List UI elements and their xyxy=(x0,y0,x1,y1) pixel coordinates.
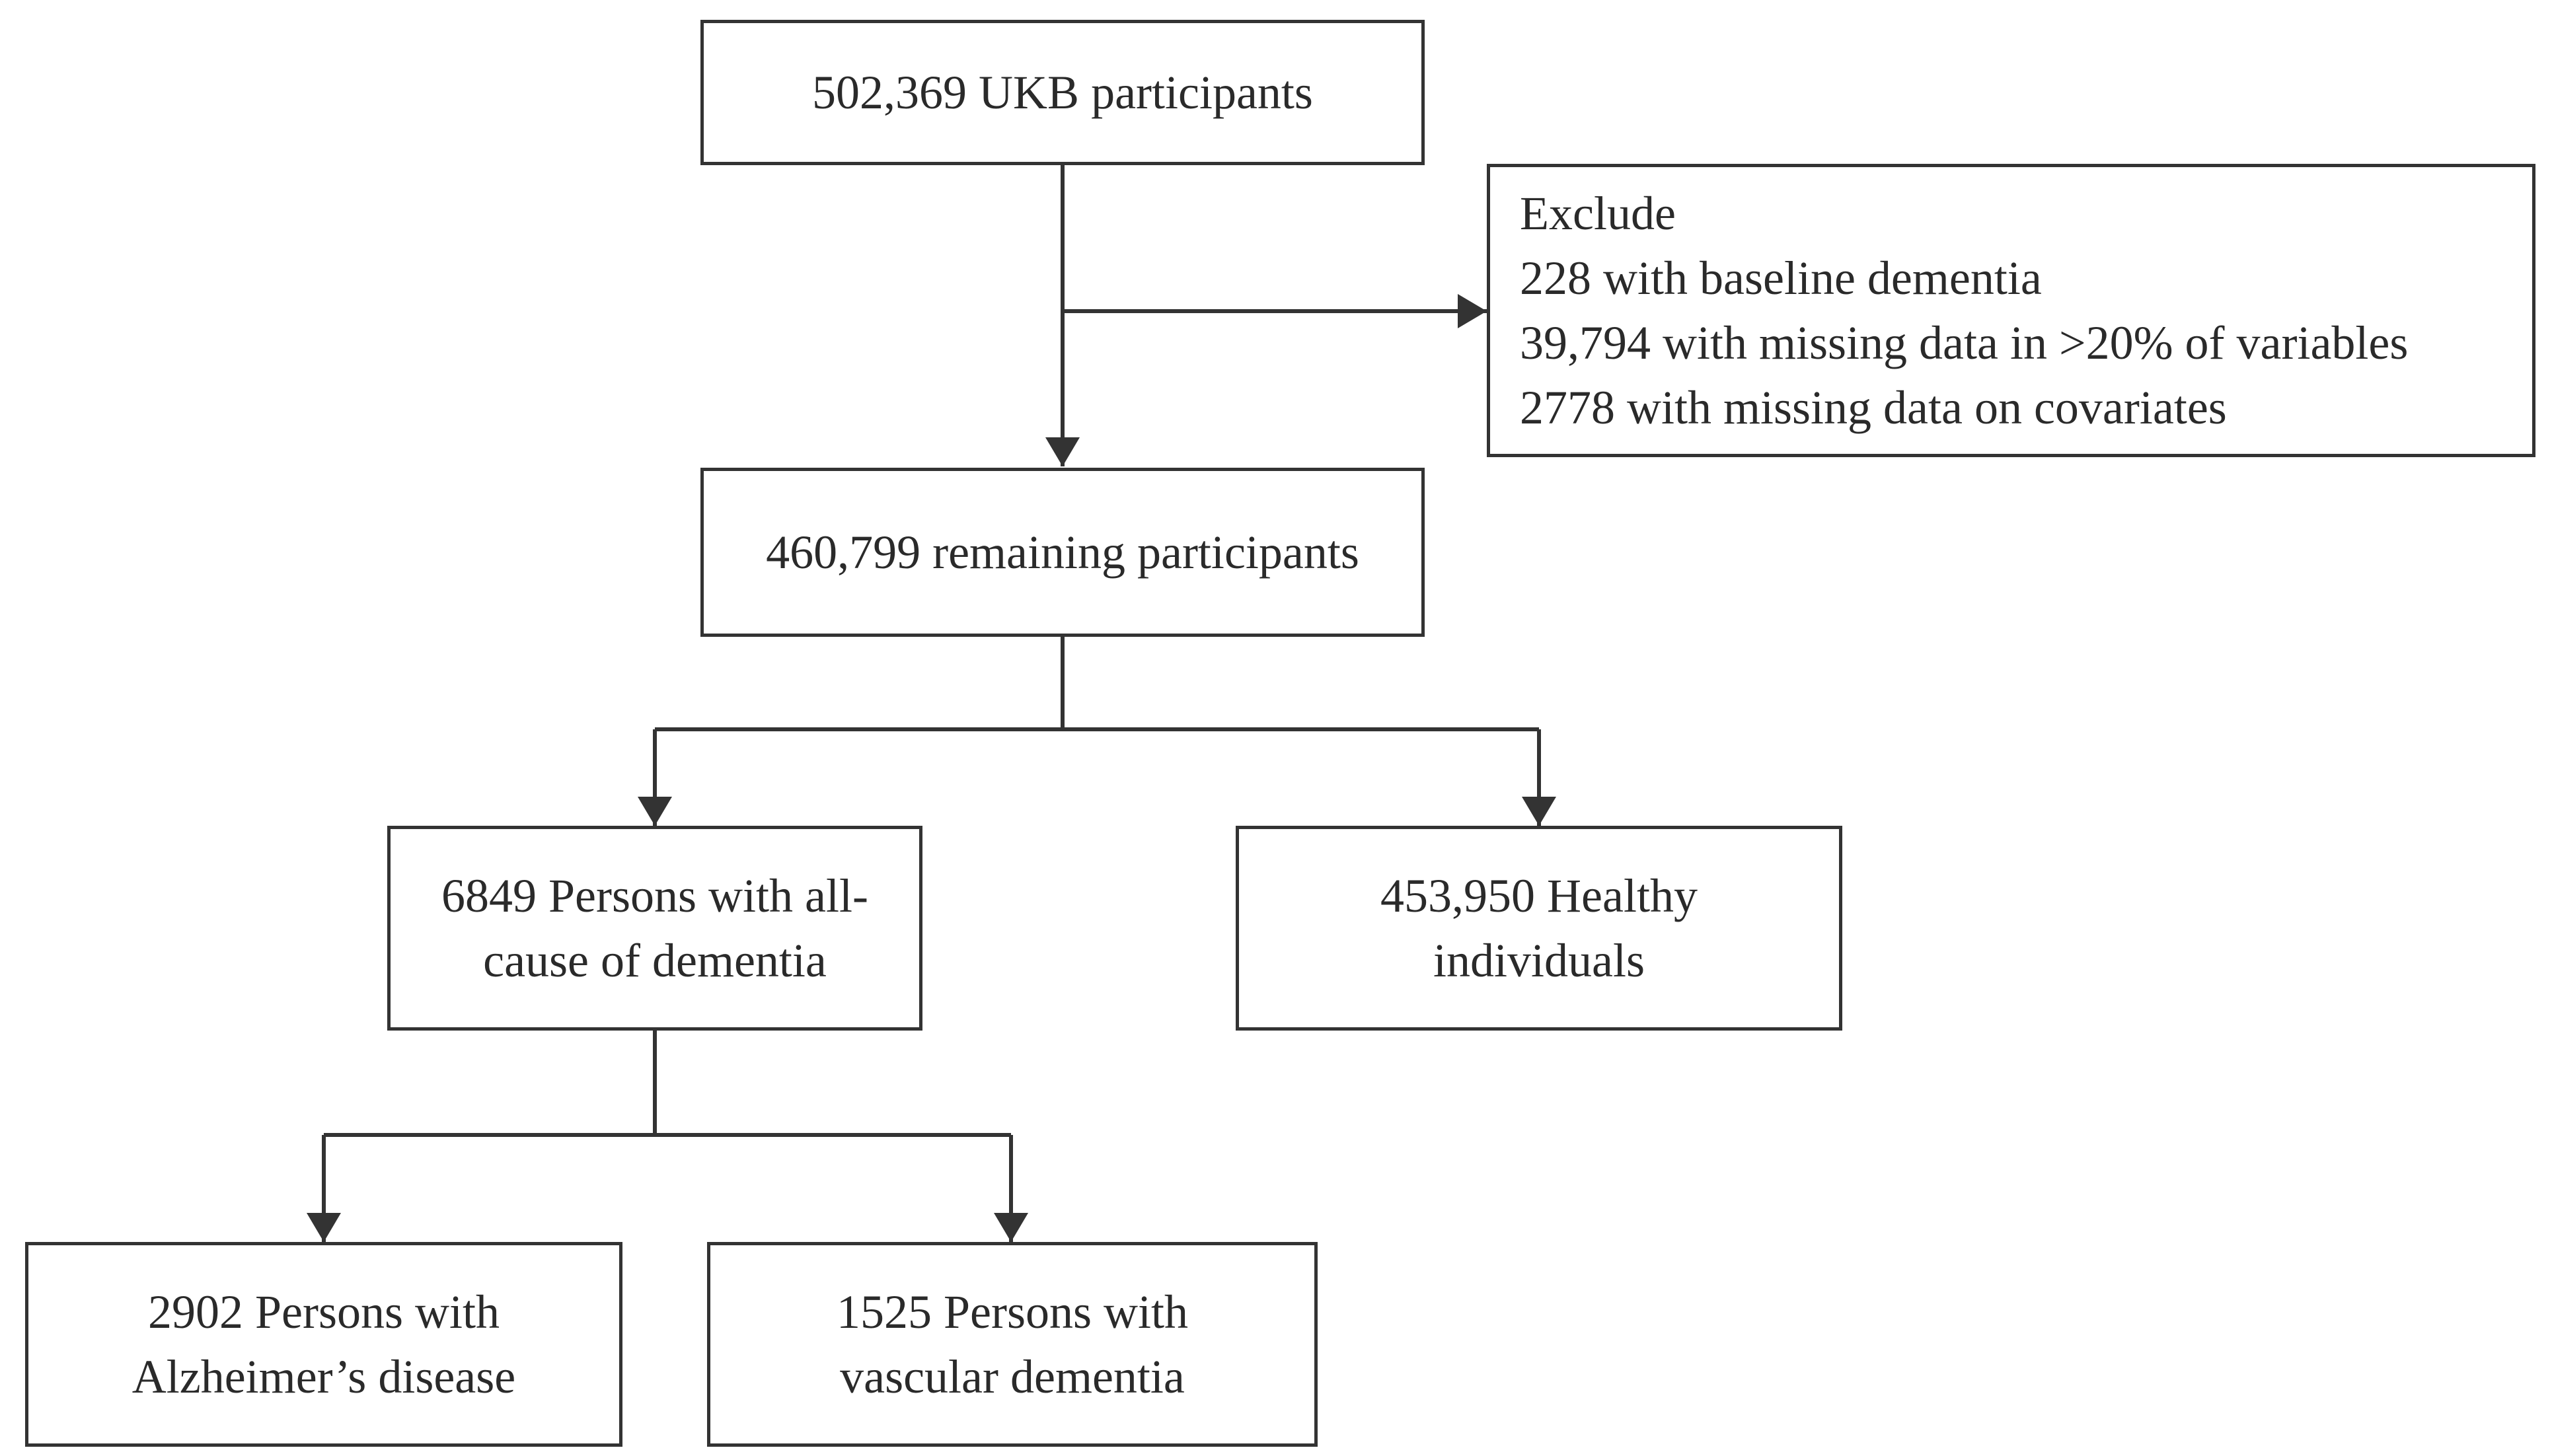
exclude-item-baseline-dementia: 228 with baseline dementia xyxy=(1520,252,2042,305)
total-participants-text: 502,369 UKB participants xyxy=(812,66,1313,119)
box-alzheimers-disease: 2902 Persons with Alzheimer’s disease xyxy=(25,1242,622,1447)
vascular-line-2: vascular dementia xyxy=(840,1350,1185,1403)
box-healthy-individuals: 453,950 Healthy individuals xyxy=(1236,826,1842,1031)
exclude-item-missing-variables: 39,794 with missing data in >20% of vari… xyxy=(1520,316,2409,369)
box-all-cause-dementia: 6849 Persons with all- cause of dementia xyxy=(387,826,922,1031)
box-total-participants: 502,369 UKB participants xyxy=(700,20,1425,165)
exclude-item-missing-covariates: 2778 with missing data on covariates xyxy=(1520,381,2227,434)
healthy-line-2: individuals xyxy=(1433,934,1645,987)
healthy-line-1: 453,950 Healthy xyxy=(1380,869,1698,922)
vascular-line-1: 1525 Persons with xyxy=(836,1286,1189,1338)
alzheimers-line-1: 2902 Persons with xyxy=(147,1286,500,1338)
box-exclusions: Exclude 228 with baseline dementia 39,79… xyxy=(1487,164,2535,457)
remaining-participants-text: 460,799 remaining participants xyxy=(766,526,1359,579)
box-vascular-dementia: 1525 Persons with vascular dementia xyxy=(707,1242,1318,1447)
exclude-heading: Exclude xyxy=(1520,187,1676,240)
dementia-line-2: cause of dementia xyxy=(483,934,827,987)
alzheimers-line-2: Alzheimer’s disease xyxy=(131,1350,516,1403)
box-remaining-participants: 460,799 remaining participants xyxy=(700,468,1425,637)
dementia-line-1: 6849 Persons with all- xyxy=(441,869,868,922)
